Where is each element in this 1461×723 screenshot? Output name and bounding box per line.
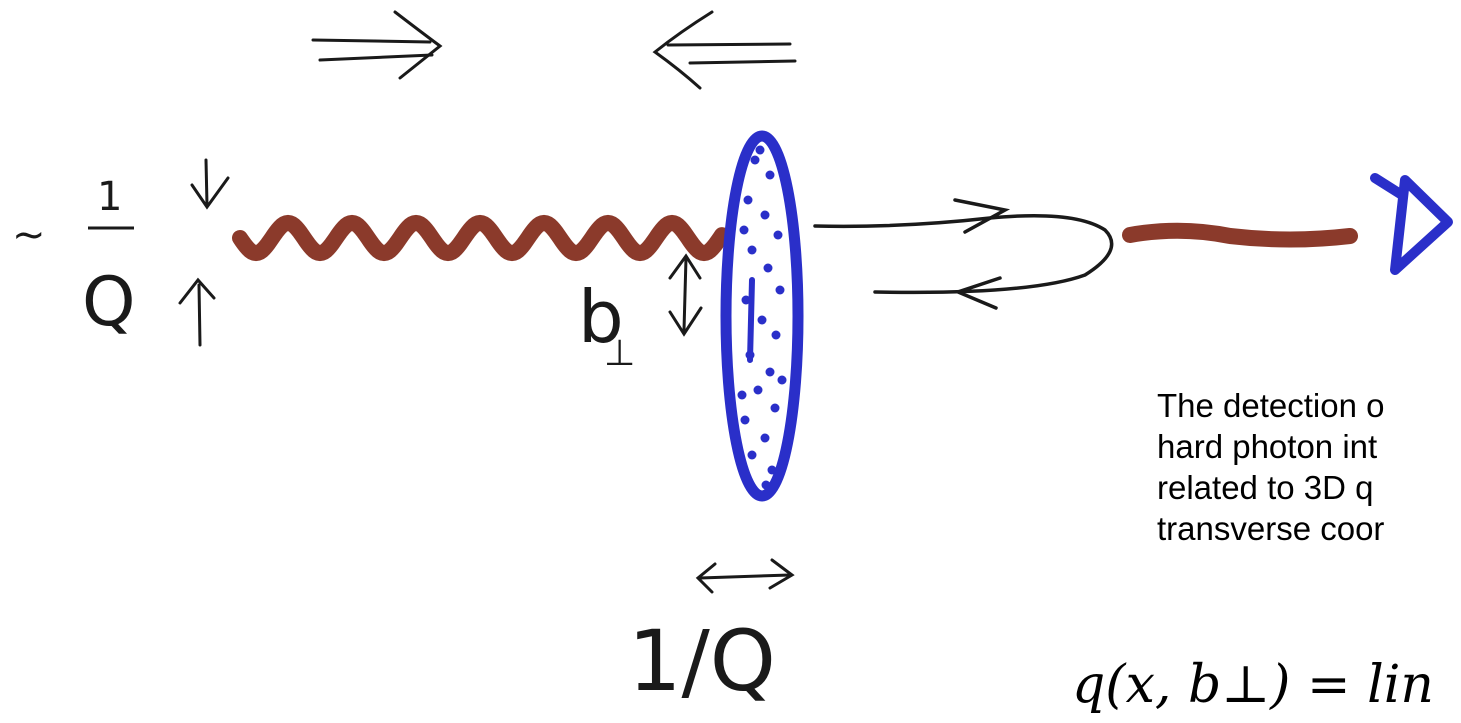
nucleus-dot	[777, 375, 787, 385]
detector-eye-icon	[1370, 173, 1453, 275]
b-perp-subscript: ⊥	[604, 333, 635, 374]
nucleus-dot	[741, 295, 751, 305]
caption-line: hard photon int	[1157, 428, 1378, 465]
nucleus-dot	[760, 210, 770, 220]
nucleus-dot	[757, 315, 767, 325]
tilde-label: ~	[12, 212, 46, 258]
double-arrow-right-icon	[311, 10, 443, 80]
caption-line: related to 3D q	[1157, 469, 1374, 506]
arrow-down-icon	[190, 158, 230, 210]
b-perp-label: b	[578, 275, 624, 359]
nucleus-dot	[765, 170, 775, 180]
caption-line: The detection o	[1157, 387, 1385, 424]
nucleus-dot	[775, 285, 785, 295]
nucleus-dot	[760, 433, 770, 443]
nucleus-dot	[767, 465, 777, 475]
nucleus-dot	[750, 155, 760, 165]
nucleus-dot	[737, 390, 747, 400]
nucleus-dot	[773, 230, 783, 240]
one-over-q-label: 1/Q	[628, 612, 776, 710]
inverse-q-denominator: Q	[82, 263, 136, 342]
formula: q(x, b⊥) = lin	[1072, 655, 1434, 715]
nucleus-dot	[765, 367, 775, 377]
outgoing-photon	[1122, 222, 1358, 248]
nucleus-dot	[739, 225, 749, 235]
caption-text: The detection o hard photon int related …	[1157, 385, 1385, 549]
double-arrow-left-icon	[652, 10, 797, 90]
nucleus-dot	[771, 330, 781, 340]
nucleus-disc	[720, 130, 804, 502]
nucleus-dot	[747, 245, 757, 255]
nucleus-dot	[743, 195, 753, 205]
nucleus-dot	[763, 263, 773, 273]
nucleus-dot	[740, 415, 750, 425]
nucleus-dot	[770, 403, 780, 413]
nucleus-dot	[755, 145, 765, 155]
nucleus-dot	[753, 385, 763, 395]
caption-line: transverse coor	[1157, 510, 1385, 547]
nucleus-dot	[761, 480, 771, 490]
double-arrow-horizontal-icon	[695, 558, 795, 594]
quark-loop	[813, 198, 1114, 310]
inverse-q-numerator: 1	[97, 174, 122, 220]
arrow-up-icon	[178, 277, 216, 347]
nucleus-dot	[747, 450, 757, 460]
double-arrow-vertical-icon	[668, 253, 703, 337]
photon-wave	[232, 214, 730, 262]
